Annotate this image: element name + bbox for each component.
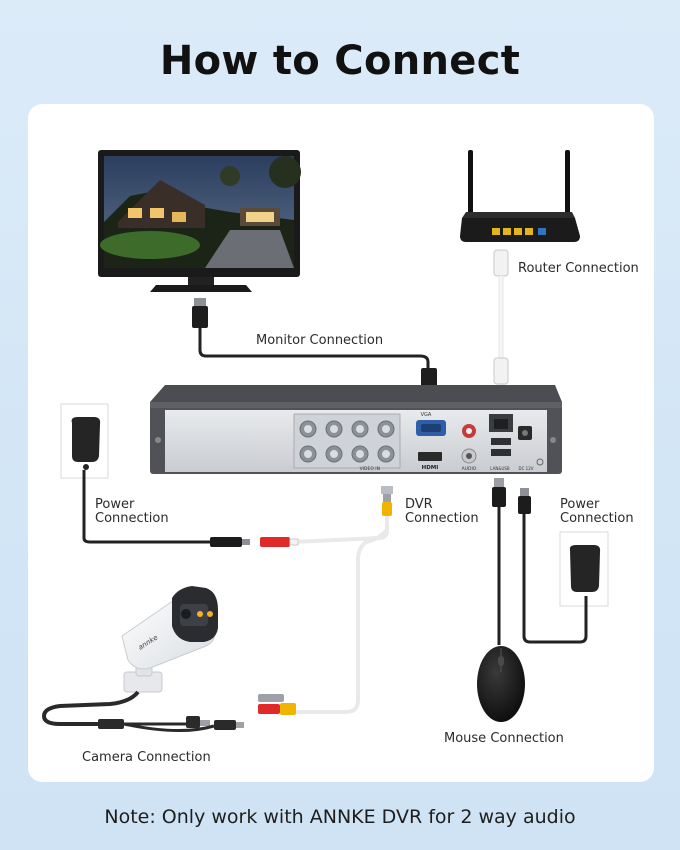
power-cable-right: [522, 512, 588, 644]
router-icon: [460, 150, 580, 242]
label-camera-connection: Camera Connection: [82, 750, 211, 765]
port-label-hdmi: HDMI: [422, 465, 439, 471]
bnc-plug-dvr-icon: [381, 486, 393, 516]
camera-pigtail-connectors-icon: [98, 716, 244, 732]
label-dvr-line1: DVR: [405, 497, 433, 512]
label-power-left-line2: Connection: [95, 511, 169, 526]
label-mouse-connection: Mouse Connection: [444, 731, 564, 746]
mouse-icon: [477, 646, 525, 722]
camera-connectors-icon: [258, 694, 296, 715]
hdmi-plug-icon: [192, 298, 208, 328]
monitor-icon: [98, 150, 301, 292]
footer-note: Note: Only work with ANNKE DVR for 2 way…: [104, 806, 576, 828]
power-cable-left: [82, 470, 212, 544]
label-power-left-line1: Power: [95, 497, 135, 512]
port-label-video-in: VIDEO IN: [360, 466, 380, 472]
label-power-right-line2: Connection: [560, 511, 634, 526]
power-adapter-left-icon: [60, 403, 109, 479]
camera-cable: [41, 690, 140, 726]
dc-jack-left-icon: [210, 537, 250, 547]
dc-plug-red-icon: [260, 537, 299, 547]
label-monitor-connection: Monitor Connection: [256, 333, 384, 348]
label-dvr-line2: Connection: [405, 511, 479, 526]
monitor-cable: [198, 328, 430, 370]
security-camera-icon: [121, 586, 218, 693]
power-adapter-right-icon: [559, 531, 609, 607]
usb-plug-icon: [492, 478, 506, 507]
port-label-lan-usb: LAN&USB: [490, 466, 510, 471]
port-label-audio: AUDIO: [462, 466, 477, 472]
ethernet-cable: [493, 249, 509, 390]
port-label-vga: VGA: [421, 412, 432, 418]
label-power-right-line1: Power: [560, 497, 600, 512]
label-router-connection: Router Connection: [518, 261, 639, 276]
dvr-recorder-icon: [150, 385, 562, 474]
dc-jack-right-icon: [518, 488, 531, 514]
siamese-cable: [260, 516, 389, 714]
port-label-dc: DC 12V: [519, 466, 534, 471]
page-title: How to Connect: [159, 38, 521, 84]
